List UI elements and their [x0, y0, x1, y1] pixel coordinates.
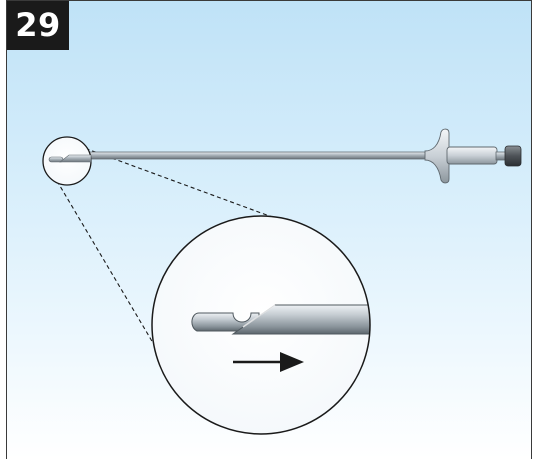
- small-magnifier-circle: [42, 136, 92, 186]
- step-number-badge: 29: [7, 1, 69, 50]
- arrow-right-icon: [233, 352, 304, 372]
- needle-full: [54, 128, 522, 184]
- big-magnifier-circle: [151, 215, 371, 435]
- needle-illustration: [42, 128, 522, 435]
- step-panel: 29: [6, 0, 532, 459]
